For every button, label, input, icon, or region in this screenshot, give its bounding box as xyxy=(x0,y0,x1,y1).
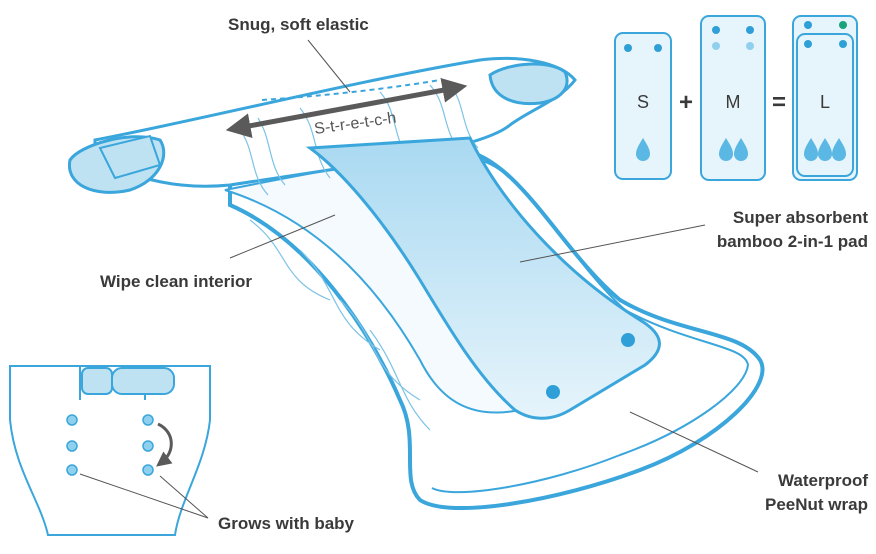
snap-button-icon xyxy=(142,414,154,426)
water-drop-icon xyxy=(719,138,733,161)
front-view-diaper xyxy=(9,365,211,536)
water-drop-icon xyxy=(734,138,748,161)
wrap-label-line1: Waterproof xyxy=(778,471,868,490)
snap-button-icon xyxy=(712,26,720,34)
snug-elastic-label: Snug, soft elastic xyxy=(228,15,369,34)
snap-button-icon xyxy=(142,440,154,452)
size-large-label: L xyxy=(820,92,830,112)
leader-lines xyxy=(79,39,759,519)
snap-button-icon xyxy=(66,440,78,452)
snap-button-icon xyxy=(712,42,720,50)
size-pads: S + M = L xyxy=(614,15,858,181)
bamboo-pad xyxy=(305,136,661,420)
snap-button-icon xyxy=(142,464,154,476)
water-drop-icon xyxy=(636,138,650,161)
front-tab-left xyxy=(81,367,113,395)
double-headed-stretch-arrow-icon xyxy=(225,77,468,139)
front-tab-right xyxy=(111,367,175,395)
main-diaper: S-t-r-e-t-c-h xyxy=(68,56,765,510)
size-small-label: S xyxy=(637,92,649,112)
front-diaper-body xyxy=(9,365,211,536)
pad-snap-2 xyxy=(546,385,560,399)
size-medium-label: M xyxy=(726,92,741,112)
snap-button-icon xyxy=(804,21,812,29)
equals-sign: = xyxy=(772,89,786,116)
plus-sign: + xyxy=(679,89,693,116)
water-drop-icon xyxy=(832,138,846,161)
wrap-label-line2: PeeNut wrap xyxy=(765,495,868,514)
snap-button-icon xyxy=(746,26,754,34)
size-small-pad xyxy=(614,32,672,180)
snap-button-icon xyxy=(654,44,662,52)
snap-button-icon xyxy=(66,414,78,426)
snap-button-icon xyxy=(746,42,754,50)
snap-button-icon xyxy=(804,40,812,48)
size-medium-pad xyxy=(700,15,766,181)
water-drop-icon xyxy=(804,138,818,161)
curved-arrow-icon xyxy=(156,422,173,467)
wrap-inner-edge xyxy=(431,159,750,494)
pad-snap-1 xyxy=(621,333,635,347)
snap-button-icon xyxy=(624,44,632,52)
pad-label-line1: Super absorbent xyxy=(733,208,868,227)
grows-with-baby-label: Grows with baby xyxy=(218,514,355,533)
pad-label-line2: bamboo 2-in-1 pad xyxy=(717,232,868,251)
snap-button-icon xyxy=(839,21,847,29)
snap-button-icon xyxy=(839,40,847,48)
left-tab-patch xyxy=(98,134,162,180)
right-tab xyxy=(488,62,569,106)
wipe-clean-label: Wipe clean interior xyxy=(100,272,252,291)
water-drop-icon xyxy=(818,138,832,161)
snap-button-icon xyxy=(66,464,78,476)
